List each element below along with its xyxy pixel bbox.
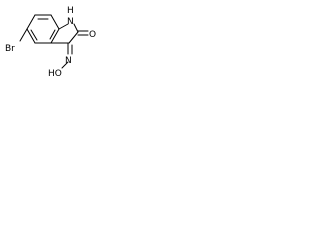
atom-label-nh-h: H	[67, 6, 74, 16]
atom-label-bromine: Br	[5, 44, 15, 54]
bond-double-c5-c4-inner	[30, 29, 38, 41]
bond-double-c3a-c7a-inner	[49, 29, 56, 40]
bond-c3a-c7a	[50, 28, 60, 44]
bond-c5-c4	[26, 28, 36, 44]
bond-n-oh	[61, 61, 69, 69]
lactam-ring	[50, 23, 79, 44]
bond-c2-c3	[68, 31, 79, 44]
atom-label-oxime-n: N	[65, 56, 72, 66]
bond-c5-br	[19, 28, 28, 42]
bond-c7a-n1	[58, 23, 69, 30]
oxime-group	[61, 42, 73, 69]
atom-label-oxime-oh: HO	[48, 69, 62, 79]
atom-label-nh-n: N	[67, 17, 74, 27]
bond-c7a-c7	[50, 14, 60, 30]
bond-n1-c2	[73, 23, 79, 33]
benzene-ring	[26, 14, 60, 44]
bond-c6-c5	[26, 14, 36, 30]
atom-label-carbonyl-o: O	[89, 30, 96, 40]
carbonyl-group	[77, 30, 89, 36]
chemical-structure-diagram: H N O Br N HO	[5, 6, 96, 79]
